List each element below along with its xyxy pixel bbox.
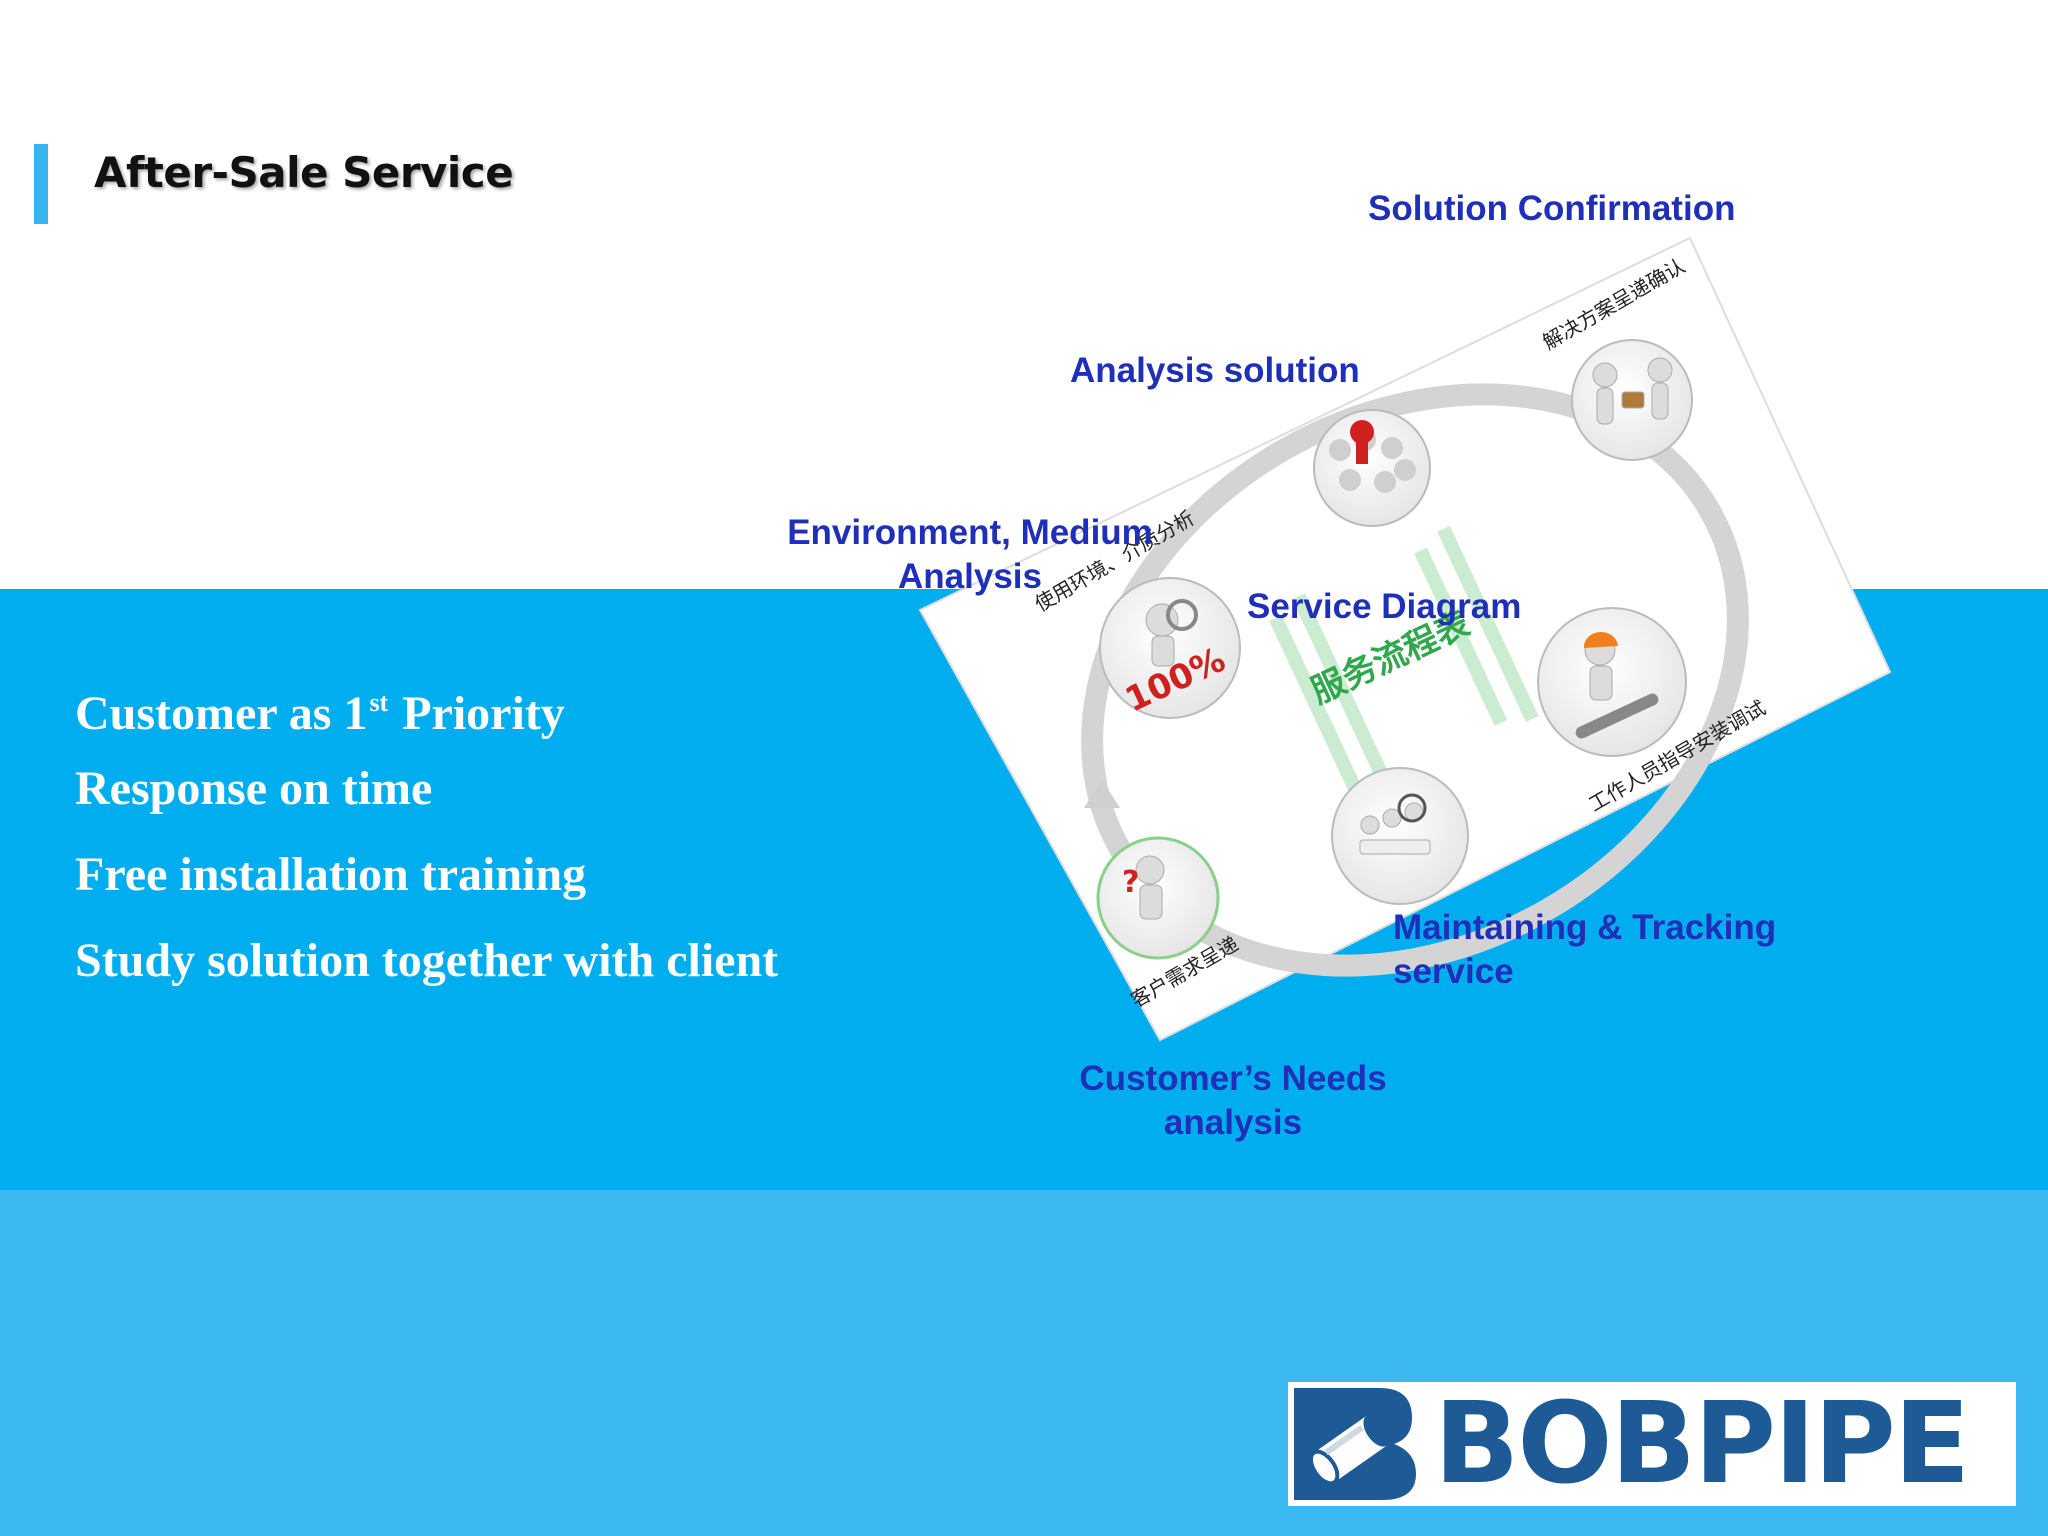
bullet-text: Customer as 1 xyxy=(75,687,368,740)
company-logo: BOBPIPE xyxy=(1288,1382,2016,1506)
label-needs-line2: analysis xyxy=(1163,1103,1303,1142)
bullet-text: Priority xyxy=(390,687,565,740)
label-solution-confirmation: Solution Confirmation xyxy=(1368,189,1736,228)
bobpipe-logo-mark-icon xyxy=(1294,1388,1416,1500)
label-analysis-solution: Analysis solution xyxy=(1070,351,1360,390)
label-environment-line2: Analysis xyxy=(898,557,1042,596)
label-customer-needs: Customer’s Needs analysis xyxy=(1033,1057,1433,1145)
bullet-list: Customer as 1st Priority Response on tim… xyxy=(75,670,778,1014)
label-maintaining: Maintaining & Tracking service xyxy=(1393,906,1776,994)
bullet-item: Free installation training xyxy=(75,848,587,901)
bullet-superscript: st xyxy=(369,688,389,717)
label-service-diagram: Service Diagram xyxy=(1247,587,1522,626)
label-environment-line1: Environment, Medium xyxy=(787,513,1153,552)
logo-text: BOBPIPE xyxy=(1434,1379,1970,1509)
bullet-item: Study solution together with client xyxy=(75,934,779,987)
title-accent-bar xyxy=(34,144,48,224)
top-white-band xyxy=(0,0,2048,589)
label-maintaining-line2: service xyxy=(1393,952,1514,991)
page-title: After-Sale Service xyxy=(94,148,514,197)
bullet-item: Response on time xyxy=(75,762,433,815)
label-needs-line1: Customer’s Needs xyxy=(1079,1059,1387,1098)
bullet-item: Customer as 1st Priority xyxy=(75,670,778,756)
label-maintaining-line1: Maintaining & Tracking xyxy=(1393,908,1777,947)
label-environment: Environment, Medium Analysis xyxy=(770,511,1170,599)
